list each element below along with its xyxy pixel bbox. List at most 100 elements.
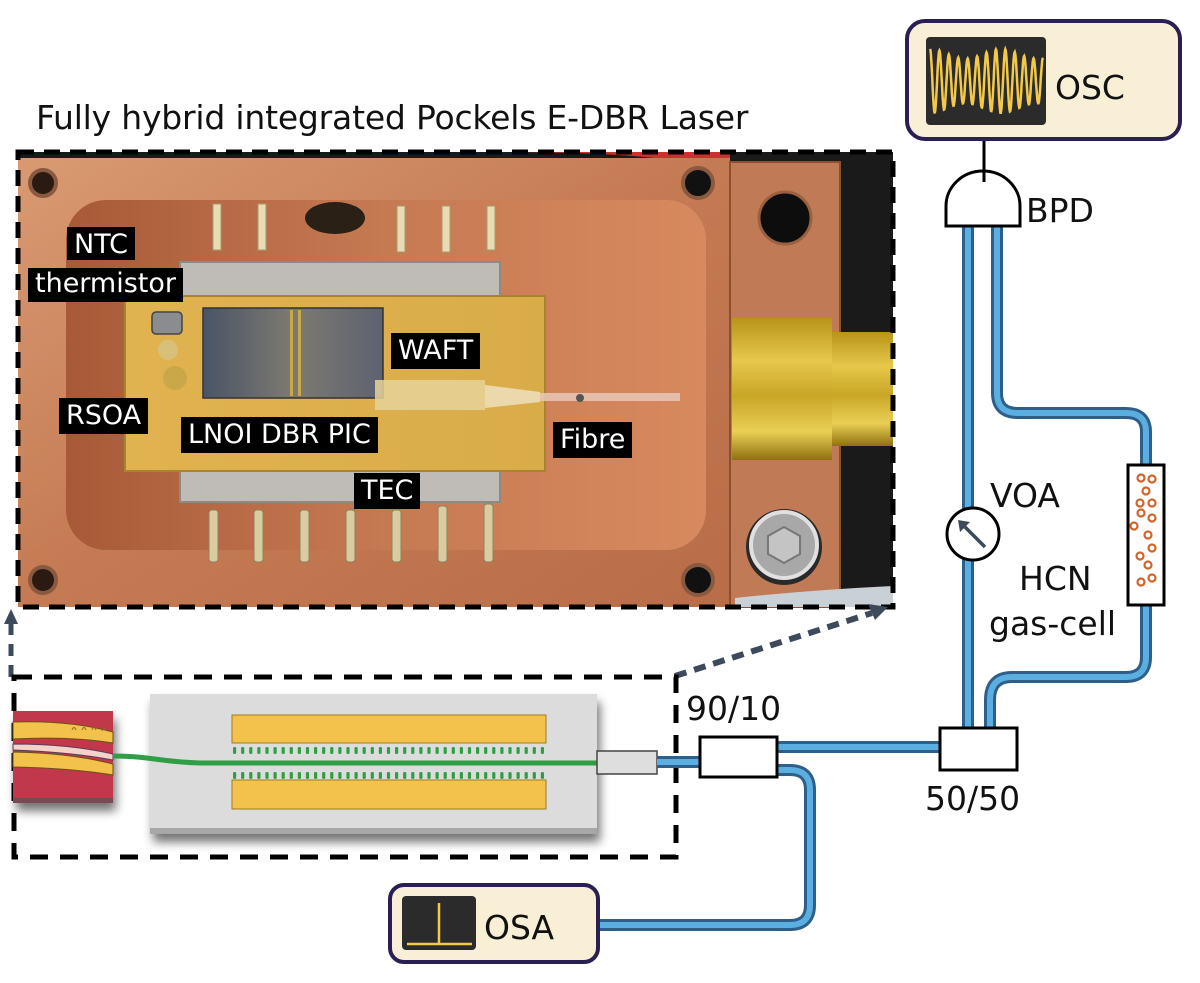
fibre-array-block [596, 750, 658, 775]
gas-molecule [1147, 573, 1157, 583]
chip-electrode [298, 310, 301, 396]
right-arrowhead [868, 604, 888, 620]
osc-label: OSC [1055, 68, 1125, 107]
hcn-label: HCN [1019, 559, 1092, 598]
grating-tooth [249, 772, 253, 779]
fibre-photo [540, 393, 680, 401]
osa-label: OSA [484, 908, 555, 947]
screw-head [767, 525, 801, 565]
grating-tooth [233, 772, 237, 779]
grating-tooth [451, 772, 455, 779]
grating-tooth [257, 747, 261, 754]
grating-tooth [435, 772, 439, 779]
bpd-detector-icon[interactable] [944, 169, 1022, 228]
grating-tooth [257, 772, 261, 779]
grating-tooth [289, 747, 293, 754]
grating-tooth [249, 747, 253, 754]
grating-tooth [467, 747, 472, 754]
coupler-50-50[interactable] [938, 726, 1019, 772]
grating-tooth [532, 772, 536, 779]
top-pins [212, 203, 496, 253]
optical-spectrum-analyser[interactable] [388, 883, 600, 964]
grating-tooth [297, 772, 301, 779]
grating-tooth [273, 747, 277, 754]
grating-tooth [484, 747, 488, 754]
coupler-90-10-label: 90/10 [686, 689, 782, 728]
grating-tooth [297, 747, 301, 754]
chip-edge [150, 828, 597, 834]
grating-tooth [314, 772, 318, 779]
grating-tooth [524, 747, 528, 754]
fibre-cladding [991, 226, 1152, 465]
grating-tooth [516, 747, 520, 754]
solder-pad [158, 340, 178, 360]
gas-cell-body [1126, 463, 1166, 607]
grating-tooth [354, 747, 358, 754]
grating-tooth [346, 772, 350, 779]
grating-tooth [346, 747, 350, 754]
mount-hole [681, 166, 715, 200]
gas-cell-label: gas-cell [989, 604, 1117, 643]
coupler-50-50-label: 50/50 [925, 779, 1021, 818]
hcn-gas-cell[interactable] [1126, 463, 1166, 607]
voa-arrow-icon [961, 523, 987, 549]
grating-tooth [427, 747, 431, 754]
grating-tooth [500, 772, 504, 779]
gas-molecule [1143, 530, 1153, 540]
left-arrowhead [4, 609, 18, 624]
gas-molecule [1135, 498, 1145, 508]
grating-tooth [289, 772, 293, 779]
rsoa-waveguide [12, 743, 114, 761]
grating-tooth [459, 747, 463, 754]
grating-tooth [281, 772, 285, 779]
grating-tooth [443, 772, 447, 779]
photo-frame [15, 149, 896, 610]
grating-tooth [233, 747, 237, 754]
laser-package-photo [18, 152, 893, 608]
grating-tooth [443, 747, 447, 754]
gas-molecule [1143, 560, 1153, 570]
grating-tooth [330, 747, 334, 754]
label-thermistor: thermistor [28, 268, 184, 302]
rsoa-electrode [12, 751, 114, 776]
grating-tooth [273, 772, 277, 779]
bpd-label: BPD [1026, 191, 1094, 230]
mount-hole [28, 565, 58, 595]
grating-tooth [459, 772, 463, 779]
grating-tooth [354, 772, 358, 779]
fibre-tip [576, 394, 584, 402]
waft-block [375, 380, 485, 410]
grating-tooth [370, 772, 374, 779]
fibre-network [598, 226, 1152, 931]
solder-joint [305, 202, 365, 234]
grating-tooth [241, 772, 245, 779]
grating-tooth [395, 747, 399, 754]
gas-molecule [1147, 474, 1157, 484]
rsoa-edge [13, 798, 113, 803]
gas-molecule [1147, 498, 1157, 508]
lnoi-waveguide [112, 753, 600, 766]
gas-molecule [1136, 473, 1146, 483]
oscilloscope[interactable] [905, 19, 1182, 141]
gas-particles [1129, 473, 1157, 587]
cable [735, 586, 893, 607]
clamp-hole [757, 190, 813, 246]
chip-electrode [290, 310, 293, 396]
gas-molecule [1136, 577, 1146, 587]
grating-tooth [532, 747, 536, 754]
mount-hole [28, 168, 58, 198]
coupler-90-10[interactable] [698, 735, 779, 779]
voa-attenuator[interactable] [945, 506, 1001, 562]
label-ntc: NTC [67, 227, 135, 260]
fibre-ferrule [732, 318, 832, 460]
grating-tooth [241, 747, 245, 754]
rsoa-electrode [12, 721, 114, 744]
figure-title: Fully hybrid integrated Pockels E-DBR La… [36, 98, 749, 137]
grating-tooth [484, 772, 488, 779]
grating-tooth [500, 747, 504, 754]
grating-tooth [411, 747, 415, 754]
grating-tooth [305, 772, 310, 779]
grating-tooth [451, 747, 455, 754]
solder-pad [163, 366, 187, 390]
